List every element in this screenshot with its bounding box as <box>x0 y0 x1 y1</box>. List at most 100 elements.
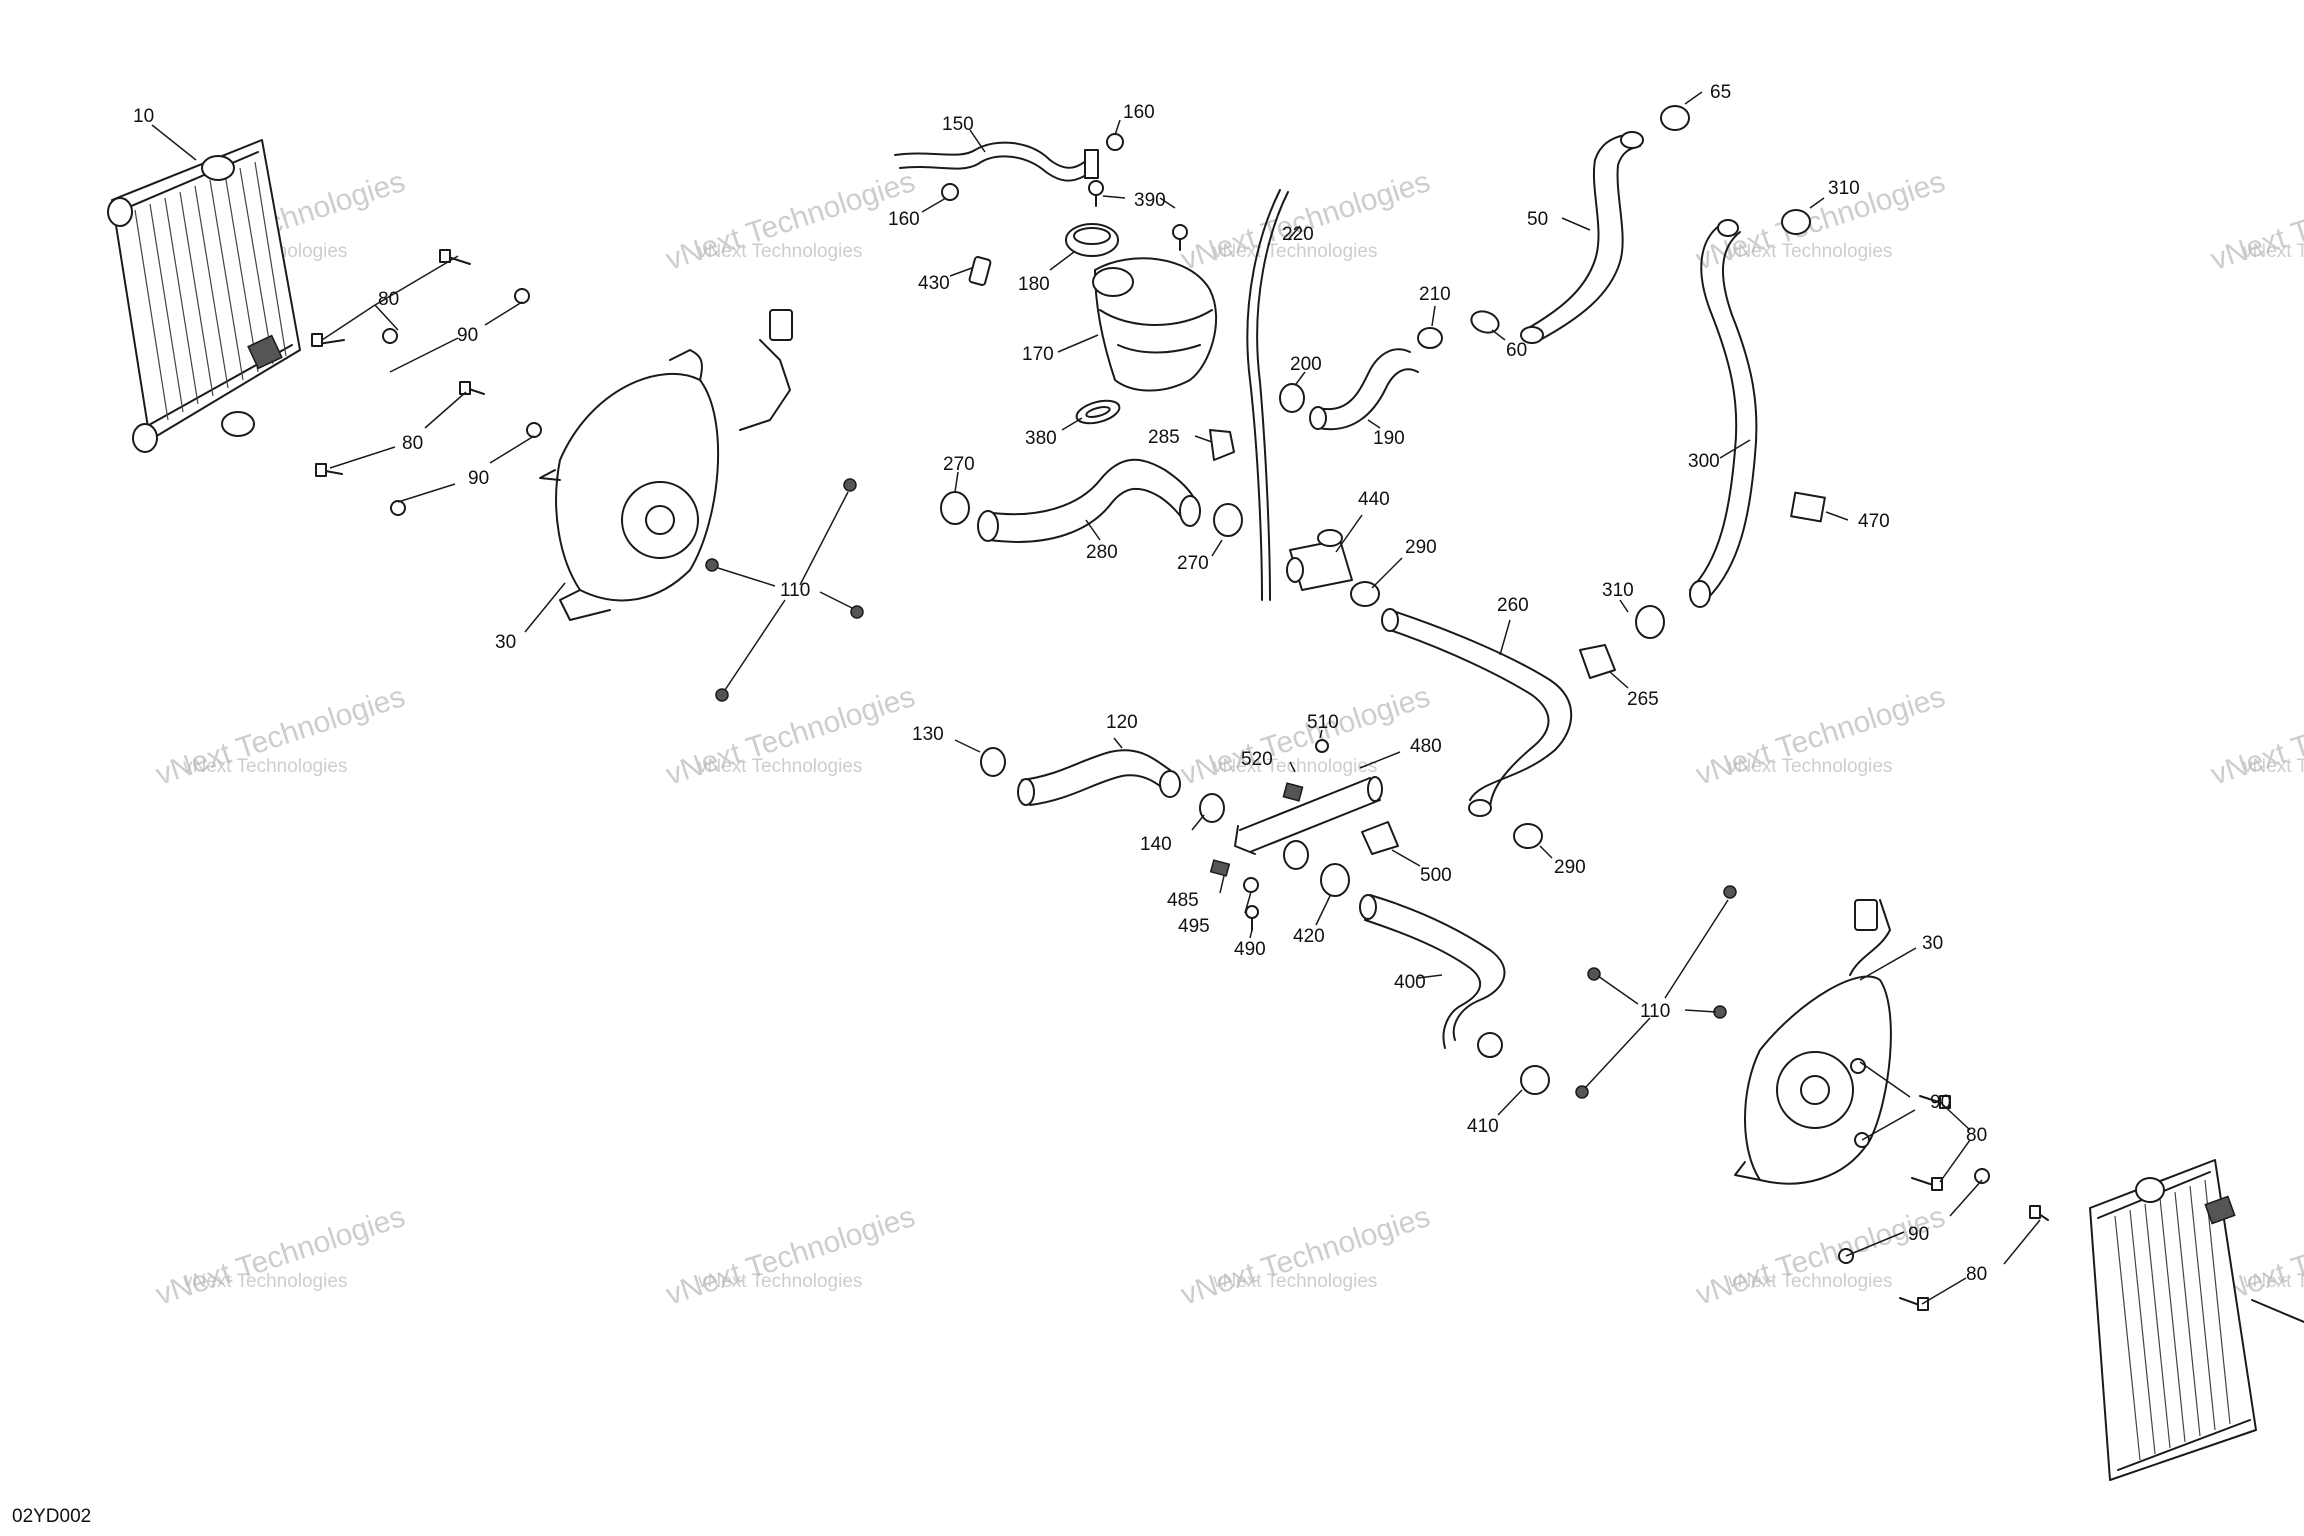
callout: 520 <box>1241 749 1273 770</box>
right-radiator <box>2089 1159 2304 1481</box>
hose-190 <box>1309 348 1419 431</box>
callout: 10 <box>133 106 154 127</box>
diagram-code: 02YD002 <box>12 1506 91 1527</box>
watermark: vNext Technologies <box>1728 1271 1892 1292</box>
watermark: vNext Technologies <box>662 1200 919 1312</box>
vent-tube-220 <box>1246 189 1289 601</box>
left-fan <box>539 309 793 621</box>
callout: 310 <box>1828 178 1860 199</box>
callout-labels: 10 80 90 80 90 30 110 150 160 160 390 43… <box>133 82 1987 1285</box>
clamp-60 <box>1470 310 1500 334</box>
callout: 260 <box>1497 595 1529 616</box>
clamp-210 <box>1417 327 1443 349</box>
clip-520 <box>1282 782 1304 802</box>
callout: 90 <box>468 468 489 489</box>
callout: 60 <box>1506 340 1527 361</box>
callout: 140 <box>1140 834 1172 855</box>
callout: 270 <box>943 454 975 475</box>
gasket-380 <box>1075 399 1121 425</box>
tee-fitting-440 <box>1286 529 1353 591</box>
callout: 80 <box>1966 1125 1987 1146</box>
callout: 290 <box>1554 857 1586 878</box>
connector-430 <box>968 256 992 286</box>
callout: 80 <box>402 433 423 454</box>
fastener-485 <box>1209 859 1231 877</box>
callout: 490 <box>1234 939 1266 960</box>
callout: 290 <box>1405 537 1437 558</box>
callout: 200 <box>1290 354 1322 375</box>
hose-150 <box>894 141 1099 182</box>
callout: 90 <box>1930 1092 1951 1113</box>
right-fan <box>1734 899 1892 1185</box>
watermark: vNext Technologies <box>183 1271 347 1292</box>
callout: 410 <box>1467 1116 1499 1137</box>
callout: 495 <box>1178 916 1210 937</box>
hose-260 <box>1381 608 1573 817</box>
watermark: vNext Technologies <box>1213 241 1377 262</box>
callout: 380 <box>1025 428 1057 449</box>
watermark: vNext Technologies <box>698 756 862 777</box>
sensor-510 <box>1315 739 1329 753</box>
hose-300 <box>1689 219 1758 608</box>
coolant-reservoir <box>1092 257 1218 392</box>
watermark: vNext Technologies <box>2243 241 2304 262</box>
left-bolts <box>311 249 542 516</box>
hose-50 <box>1520 131 1644 344</box>
watermark: vNext Technologies <box>2243 756 2304 777</box>
clamp-420 <box>1320 863 1350 897</box>
clamp-290-lower <box>1513 823 1543 849</box>
clip-265 <box>1579 644 1616 679</box>
callout: 220 <box>1282 224 1314 245</box>
callout: 210 <box>1419 284 1451 305</box>
callout: 160 <box>888 209 920 230</box>
callout: 180 <box>1018 274 1050 295</box>
bracket-500 <box>1361 821 1399 855</box>
left-fan-nuts <box>705 478 864 702</box>
callout: 485 <box>1167 890 1199 911</box>
callout: 30 <box>1922 933 1943 954</box>
watermark: vNext Technologies <box>698 241 862 262</box>
hose-120 <box>1017 749 1181 806</box>
callout: 420 <box>1293 926 1325 947</box>
callout: 65 <box>1710 82 1731 103</box>
clamp-160-upper <box>1106 133 1124 151</box>
callout: 265 <box>1627 689 1659 710</box>
pipe-480 <box>1234 776 1383 870</box>
callout: 80 <box>378 289 399 310</box>
watermark: vNext Technologies <box>698 1271 862 1292</box>
reservoir-cap <box>1065 223 1119 257</box>
callout: 90 <box>1908 1224 1929 1245</box>
watermark: vNext Technologies <box>152 1200 409 1312</box>
clamp-65 <box>1660 105 1690 131</box>
callout: 110 <box>780 580 810 601</box>
screws-390 <box>1088 180 1188 251</box>
right-fan-nuts <box>1575 885 1737 1099</box>
callout: 190 <box>1373 428 1405 449</box>
callout: 300 <box>1688 451 1720 472</box>
watermark: vNext Technologies <box>1213 756 1377 777</box>
clamp-270-right <box>1213 503 1243 537</box>
callout: 170 <box>1022 344 1054 365</box>
clamp-160-lower <box>941 183 959 201</box>
watermark: vNext Technologies <box>1177 1200 1434 1312</box>
callout: 470 <box>1858 511 1890 532</box>
watermark: vNext Technologies <box>2243 1271 2304 1292</box>
watermark: vNext Technologies <box>1728 241 1892 262</box>
bracket-470 <box>1790 491 1826 523</box>
callout: 130 <box>912 724 944 745</box>
clamp-130 <box>980 747 1006 777</box>
hose-280 <box>977 458 1201 543</box>
watermark: vNext Technologies <box>1728 756 1892 777</box>
callout: 80 <box>1966 1264 1987 1285</box>
clamp-270-left <box>940 491 970 525</box>
screw-490 <box>1245 905 1259 931</box>
callout: 160 <box>1123 102 1155 123</box>
watermark: vNext Technologies <box>183 756 347 777</box>
callout: 110 <box>1640 1001 1670 1022</box>
callout: 30 <box>495 632 516 653</box>
watermark: vNext Technologies <box>1213 1271 1377 1292</box>
callout: 430 <box>918 273 950 294</box>
callout: 310 <box>1602 580 1634 601</box>
